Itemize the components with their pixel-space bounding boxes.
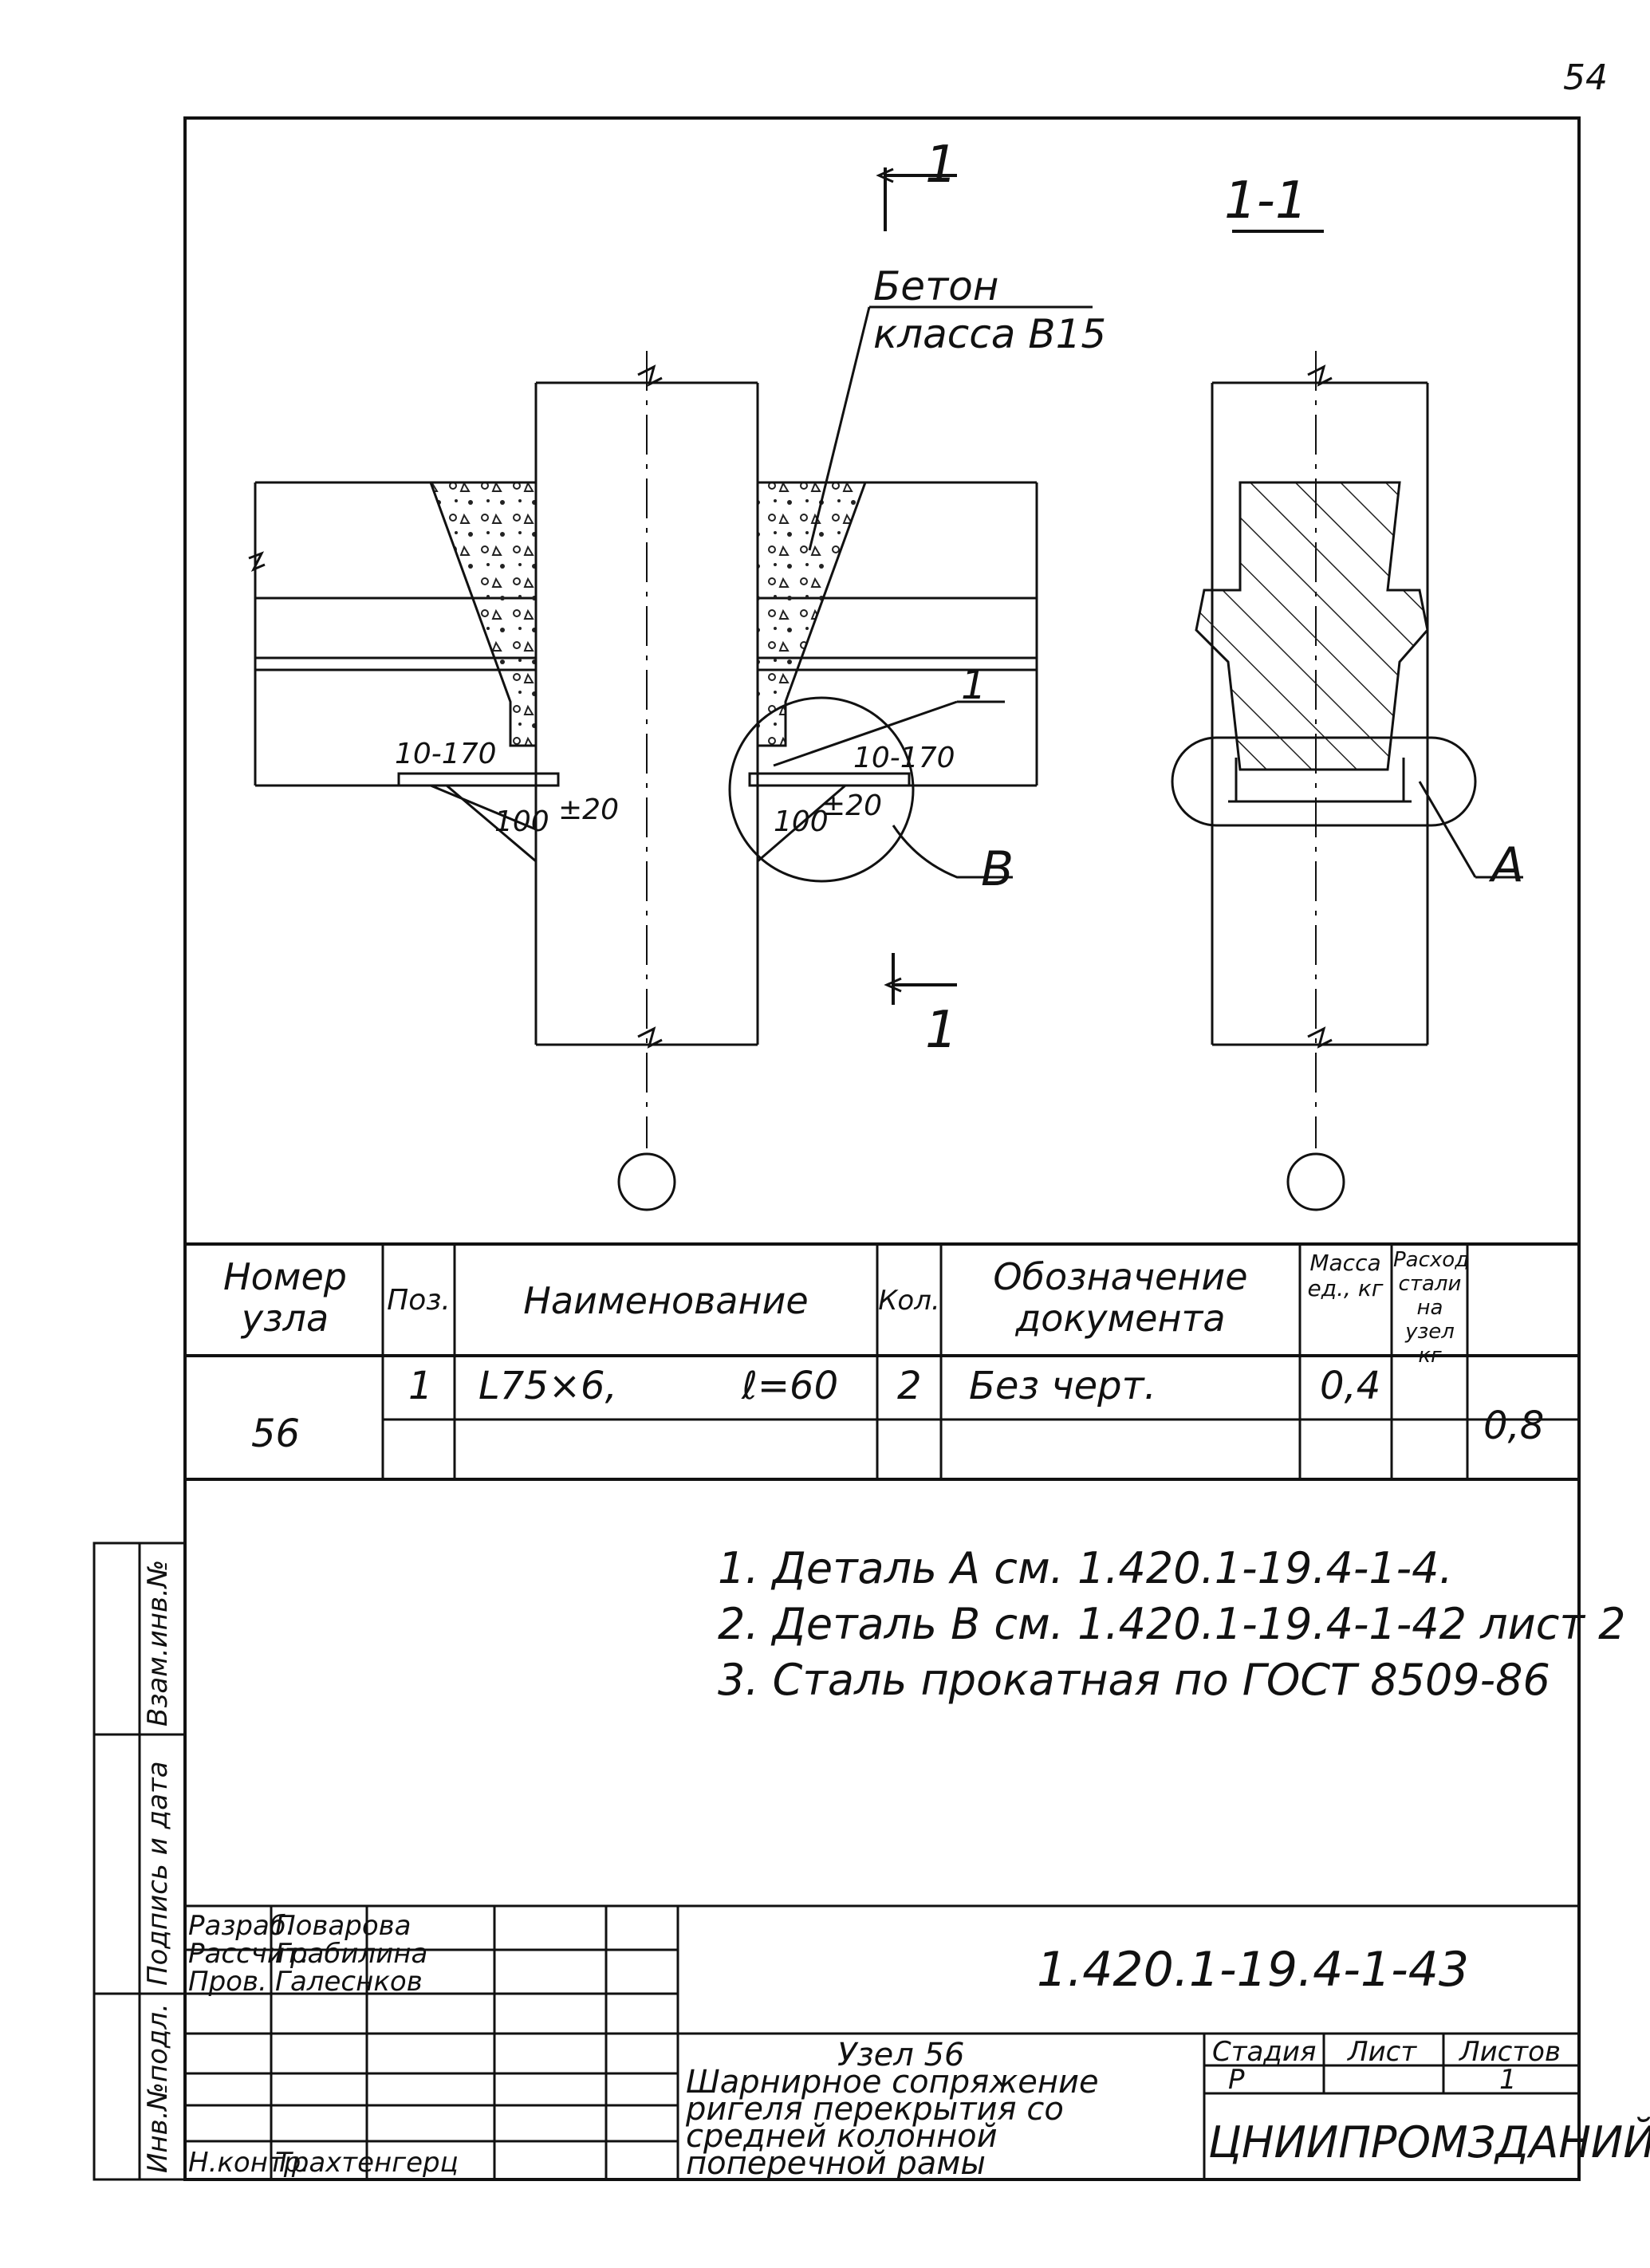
stamp-inv-orig: Инв.№подл. xyxy=(142,2003,174,2173)
organization: ЦНИИПРОМЗДАНИЙ xyxy=(1208,2117,1650,2168)
hdr-mass: Масса ед., кг xyxy=(1307,1250,1384,1301)
stage-label: Стадия xyxy=(1212,2036,1317,2068)
sheet-frame xyxy=(183,116,1581,2181)
row-mass: 0,4 xyxy=(1320,1364,1381,1408)
axis-bubble-right xyxy=(1286,1152,1345,1211)
row-pos: 1 xyxy=(408,1364,433,1408)
hdr-name: Наименование xyxy=(523,1279,809,1322)
row-name: L75×6, xyxy=(478,1364,617,1408)
hdr-steel: Расход стали на узел кг xyxy=(1393,1248,1470,1368)
note-3: 3. Сталь прокатная по ГОСТ 8509-86 xyxy=(718,1655,1550,1705)
concrete-label-line1: Бетон xyxy=(873,263,999,309)
sheet-label: Лист xyxy=(1348,2036,1417,2068)
dim-right-tolerance: ±20 xyxy=(821,789,882,822)
row-steel: 0,8 xyxy=(1483,1404,1545,1448)
title-line-4: средней колонной xyxy=(686,2118,998,2155)
row-qty: 2 xyxy=(897,1364,922,1408)
detail-a-label: А xyxy=(1491,837,1525,893)
stamp-inv-dup: Взам.инв.№ xyxy=(142,1559,174,1727)
name-developer: Поварова xyxy=(275,1910,412,1942)
section-mark-top: 1 xyxy=(925,136,958,195)
dim-left-offset: 100 xyxy=(494,805,549,838)
concrete-label-line2: класса В15 xyxy=(873,311,1107,357)
sheets-value: 1 xyxy=(1499,2064,1517,2096)
row-length: ℓ=60 xyxy=(742,1364,839,1408)
name-norm-control: Трахтенгерц xyxy=(275,2147,459,2179)
dim-left-tolerance: ±20 xyxy=(558,793,619,826)
role-norm-control: Н.контр. xyxy=(188,2147,310,2179)
role-checker: Пров. xyxy=(188,1966,267,1998)
title-line-5: поперечной рамы xyxy=(686,2145,986,2182)
sheets-label: Листов xyxy=(1459,2036,1561,2068)
row-doc: Без черт. xyxy=(969,1364,1156,1408)
dim-right-spacing: 10-170 xyxy=(853,742,955,774)
stage-value: Р xyxy=(1228,2064,1245,2096)
dim-right-offset: 100 xyxy=(774,805,829,838)
page-number: 54 xyxy=(1563,57,1608,98)
axis-bubble-left xyxy=(617,1152,676,1211)
hdr-node-no: Номер узла xyxy=(223,1255,347,1340)
doc-code: 1.420.1-19.4-1-43 xyxy=(1037,1942,1470,1998)
note-2: 2. Деталь В см. 1.420.1-19.4-1-42 лист 2 xyxy=(718,1599,1626,1649)
hdr-pos: Поз. xyxy=(387,1284,451,1317)
detail-b-label: В xyxy=(981,841,1014,897)
note-1: 1. Деталь А см. 1.420.1-19.4-1-4. xyxy=(718,1543,1453,1593)
title-line-3: ригеля перекрытия со xyxy=(686,2091,1064,2128)
name-calculator: Грабилина xyxy=(275,1938,428,1970)
name-checker: Галеснков xyxy=(275,1966,423,1998)
hdr-doc: Обозначение документа xyxy=(993,1255,1248,1340)
role-calculator: Рассчит. xyxy=(188,1938,309,1970)
section-mark-bottom: 1 xyxy=(925,1001,958,1060)
hdr-qty: Кол. xyxy=(878,1285,940,1317)
role-developer: Разраб. xyxy=(188,1910,295,1942)
stamp-sign-date: Подпись и дата xyxy=(142,1761,174,1986)
title-line-1: Узел 56 xyxy=(837,2037,965,2073)
callout-1: 1 xyxy=(961,662,986,708)
dim-left-spacing: 10-170 xyxy=(395,738,497,770)
section-title: 1-1 xyxy=(1224,171,1308,230)
row-node-no: 56 xyxy=(251,1412,301,1456)
title-line-2: Шарнирное сопряжение xyxy=(686,2064,1099,2101)
